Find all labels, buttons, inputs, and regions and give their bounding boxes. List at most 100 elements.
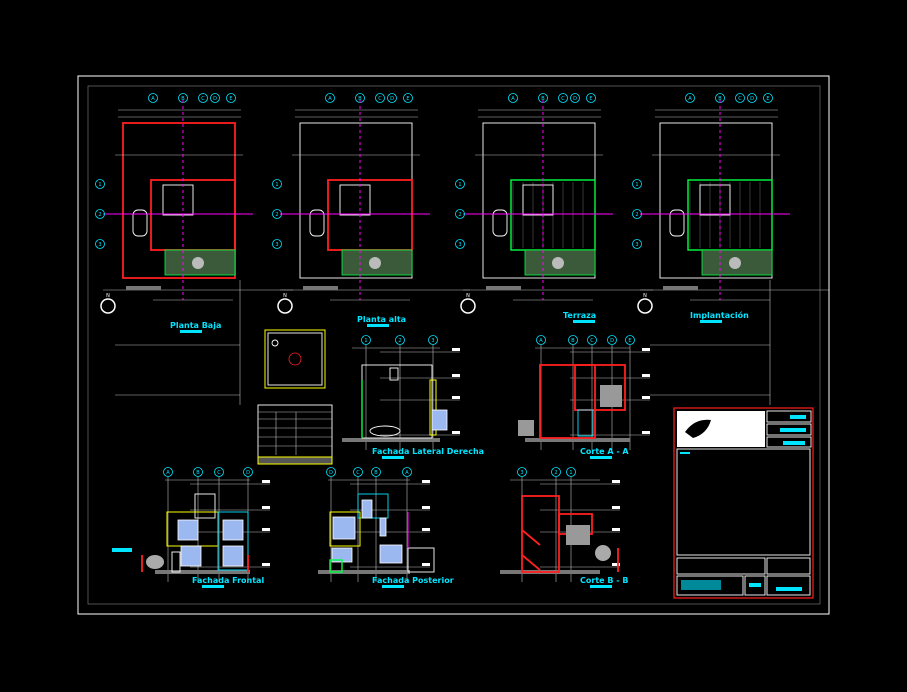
- level-marker: [452, 431, 460, 434]
- tree-icon: [729, 257, 741, 269]
- scale-label: [382, 456, 404, 459]
- north-label: N: [466, 293, 470, 299]
- grid-label: A: [166, 470, 170, 476]
- scale-label: [700, 320, 722, 323]
- grid-bubble: [428, 335, 438, 345]
- ground-line: [342, 438, 440, 442]
- grid-label: 3: [431, 338, 434, 344]
- level-marker: [612, 480, 620, 483]
- grid-label: C: [201, 96, 205, 102]
- tree-icon: [595, 545, 611, 561]
- view-title: Corte A - A: [580, 447, 629, 456]
- grid-bubble: [632, 179, 642, 189]
- level-marker: [612, 506, 620, 509]
- grid-label: E: [766, 96, 769, 102]
- grid-label: D: [750, 96, 754, 102]
- stair: [162, 184, 194, 216]
- grid-bubble: [375, 93, 385, 103]
- grid-label: 2: [398, 338, 401, 344]
- level-marker: [422, 563, 430, 566]
- level-marker: [452, 374, 460, 377]
- level-marker: [262, 480, 270, 483]
- view-title: Fachada Posterior: [372, 576, 454, 585]
- north-arrow-icon: [460, 298, 476, 314]
- north-arrow-icon: [100, 298, 116, 314]
- grid-label: A: [328, 96, 332, 102]
- grid-bubble: [607, 335, 617, 345]
- sidewalk: [486, 286, 521, 290]
- grid-bubble: [551, 467, 561, 477]
- grid-label: B: [196, 470, 200, 476]
- grid-label: E: [229, 96, 232, 102]
- grid-label: D: [329, 470, 333, 476]
- annotation: [112, 548, 132, 552]
- grid-bubble: [455, 239, 465, 249]
- stair: [339, 184, 371, 216]
- grid-label: D: [246, 470, 250, 476]
- grid-bubble: [586, 93, 596, 103]
- grid-label: 3: [275, 242, 278, 248]
- scale-label: [202, 585, 224, 588]
- scale-label: [382, 585, 404, 588]
- grid-bubble: [95, 209, 105, 219]
- stair: [699, 184, 731, 216]
- grid-label: 2: [635, 212, 638, 218]
- view-title: Fachada Lateral Derecha: [372, 447, 484, 456]
- grid-label: B: [718, 96, 722, 102]
- scale-label: [180, 330, 202, 333]
- grid-label: 3: [635, 242, 638, 248]
- grid-label: A: [405, 470, 409, 476]
- grid-label: 2: [98, 212, 101, 218]
- site-section-lines: [115, 280, 771, 405]
- grid-bubble: [163, 467, 173, 477]
- car-icon: [492, 209, 508, 237]
- grid-label: 3: [458, 242, 461, 248]
- grid-label: C: [738, 96, 742, 102]
- level-marker: [422, 506, 430, 509]
- scale-label: [367, 324, 389, 327]
- grid-bubble: [326, 467, 336, 477]
- level-marker: [642, 348, 650, 351]
- grid-label: C: [590, 338, 594, 344]
- inner-frame: [87, 85, 821, 605]
- grid-label: B: [181, 96, 185, 102]
- grid-label: 3: [98, 242, 101, 248]
- grid-label: E: [589, 96, 592, 102]
- grid-bubble: [568, 335, 578, 345]
- grid-label: C: [217, 470, 221, 476]
- view-title: Planta Baja: [170, 321, 221, 330]
- grid-bubble: [403, 93, 413, 103]
- north-label: N: [283, 293, 287, 299]
- north-arrow-icon: [637, 298, 653, 314]
- level-marker: [642, 431, 650, 434]
- logo-icon: [685, 419, 711, 438]
- scale-label: [590, 585, 612, 588]
- sidewalk: [303, 286, 338, 290]
- grid-label: 1: [275, 182, 278, 188]
- grid-label: B: [374, 470, 378, 476]
- view-title: Corte B - B: [580, 576, 628, 585]
- grid-bubble: [193, 467, 203, 477]
- grid-bubble: [148, 93, 158, 103]
- grid-bubble: [272, 239, 282, 249]
- ground-line: [525, 438, 630, 442]
- tree-icon: [369, 257, 381, 269]
- grid-label: D: [573, 96, 577, 102]
- outer-frame: [77, 75, 830, 615]
- grid-bubble: [747, 93, 757, 103]
- view-title: Terraza: [563, 311, 596, 320]
- grid-bubble: [325, 93, 335, 103]
- level-marker: [642, 396, 650, 399]
- car-icon: [132, 209, 148, 237]
- grid-bubble: [455, 209, 465, 219]
